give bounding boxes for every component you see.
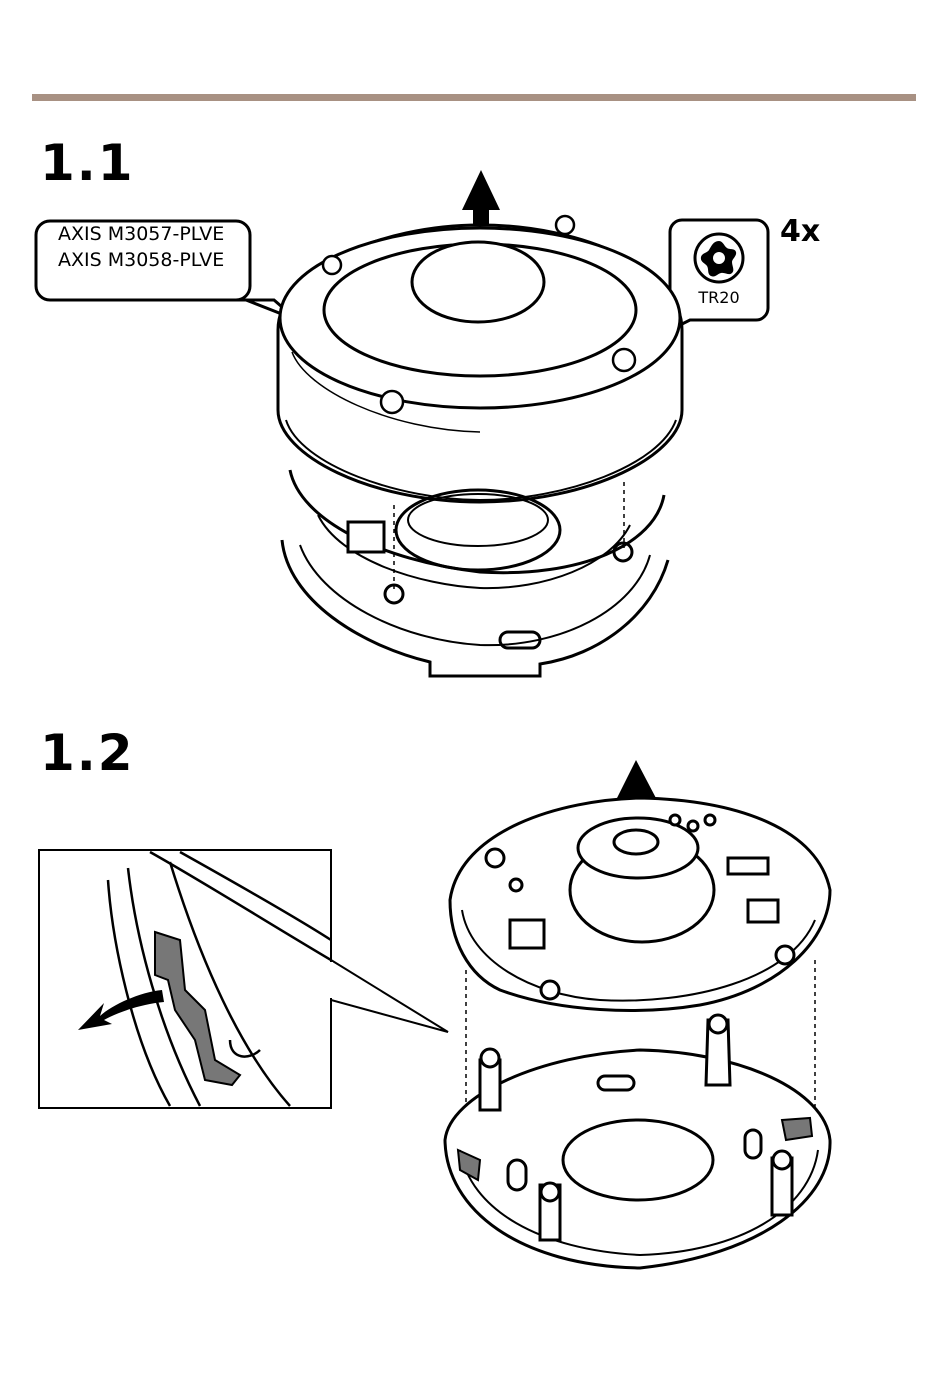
models-callout: AXIS M3057-PLVE AXIS M3058-PLVE bbox=[38, 221, 248, 273]
clip-detail-inset bbox=[39, 850, 448, 1108]
camera-unit-1-2 bbox=[450, 798, 830, 1010]
model-name: AXIS M3057-PLVE bbox=[58, 221, 248, 247]
mounting-bracket bbox=[445, 1015, 830, 1268]
screw-quantity: 4x bbox=[780, 214, 820, 249]
bracket-clip-right bbox=[782, 1118, 812, 1140]
model-name: AXIS M3058-PLVE bbox=[58, 247, 248, 273]
torx-bit-icon bbox=[695, 234, 743, 282]
tool-size-label: TR20 bbox=[670, 288, 768, 307]
